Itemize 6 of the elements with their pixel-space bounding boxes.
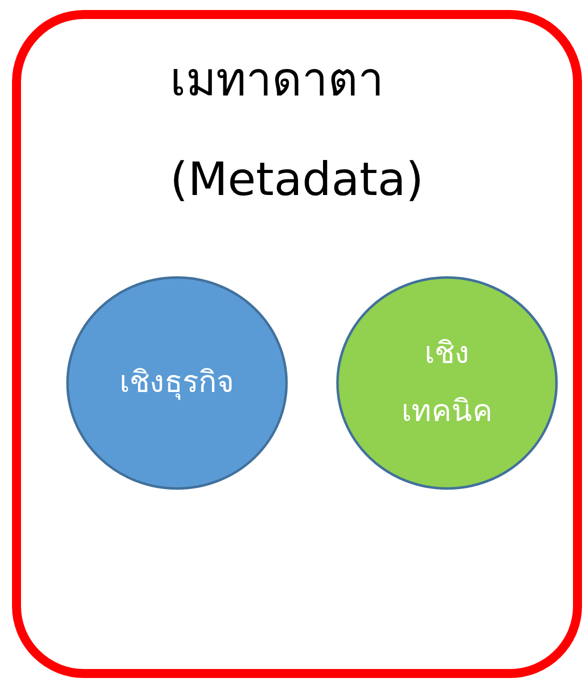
circle-label: เชิงธุรกิจ bbox=[118, 364, 236, 402]
rounded-frame bbox=[12, 10, 582, 678]
title: เมทาดาตา (Metadata) bbox=[170, 51, 425, 208]
circle-label: เชิงเทคนิค bbox=[400, 335, 494, 431]
circle bbox=[66, 276, 288, 490]
circle bbox=[336, 276, 558, 490]
